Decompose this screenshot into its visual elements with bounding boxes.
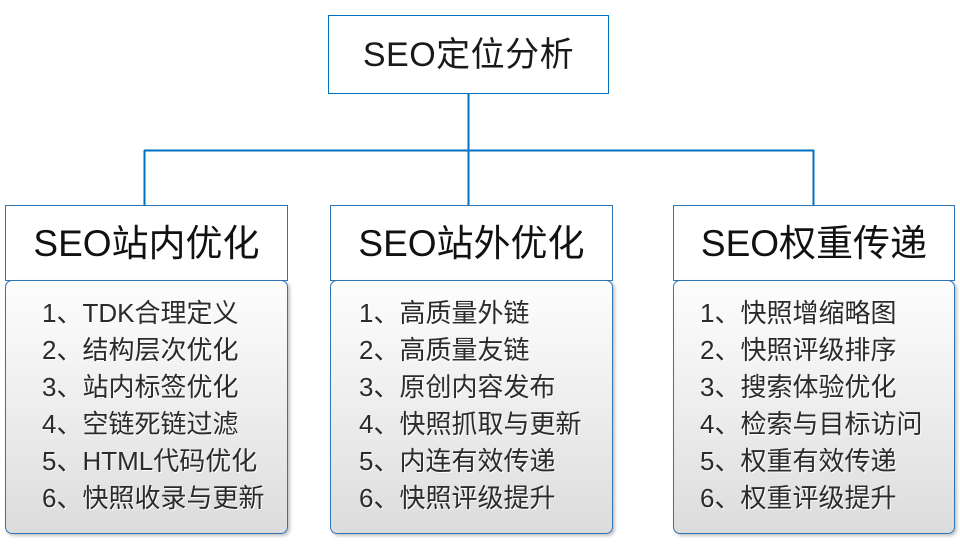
list-item: 2、快照评级排序: [700, 335, 897, 365]
list-item: 6、快照收录与更新: [42, 483, 265, 513]
branch-column-1: SEO站内优化 1、TDK合理定义 2、结构层次优化 3、站内标签优化 4、空链…: [5, 205, 288, 534]
root-node[interactable]: SEO定位分析: [328, 15, 609, 94]
branch-header-2[interactable]: SEO站外优化: [330, 205, 613, 281]
list-item: 1、TDK合理定义: [42, 298, 239, 328]
branch-column-2: SEO站外优化 1、高质量外链 2、高质量友链 3、原创内容发布 4、快照抓取与…: [330, 205, 613, 534]
list-item: 5、HTML代码优化: [42, 446, 258, 476]
list-item: 5、内连有效传递: [359, 446, 556, 476]
list-item: 4、空链死链过滤: [42, 409, 239, 439]
list-item: 3、站内标签优化: [42, 372, 239, 402]
branch-header-3[interactable]: SEO权重传递: [673, 205, 955, 281]
branch-list-3: 1、快照增缩略图 2、快照评级排序 3、搜索体验优化 4、检索与目标访问 5、权…: [673, 280, 955, 534]
list-item: 6、权重评级提升: [700, 483, 897, 513]
list-item: 2、高质量友链: [359, 335, 530, 365]
list-item: 5、权重有效传递: [700, 446, 897, 476]
list-item: 3、搜索体验优化: [700, 372, 897, 402]
branch-header-label-3: SEO权重传递: [700, 222, 928, 264]
branch-list-1: 1、TDK合理定义 2、结构层次优化 3、站内标签优化 4、空链死链过滤 5、H…: [5, 280, 288, 534]
root-node-label: SEO定位分析: [362, 35, 575, 74]
branch-header-label-2: SEO站外优化: [358, 222, 585, 264]
list-item: 2、结构层次优化: [42, 335, 239, 365]
list-item: 4、快照抓取与更新: [359, 409, 582, 439]
branch-list-2: 1、高质量外链 2、高质量友链 3、原创内容发布 4、快照抓取与更新 5、内连有…: [330, 280, 613, 534]
list-item: 3、原创内容发布: [359, 372, 556, 402]
branch-header-1[interactable]: SEO站内优化: [5, 205, 288, 281]
branch-header-label-1: SEO站内优化: [33, 222, 260, 264]
list-item: 4、检索与目标访问: [700, 409, 923, 439]
branch-column-3: SEO权重传递 1、快照增缩略图 2、快照评级排序 3、搜索体验优化 4、检索与…: [673, 205, 955, 534]
list-item: 6、快照评级提升: [359, 483, 556, 513]
list-item: 1、高质量外链: [359, 298, 530, 328]
list-item: 1、快照增缩略图: [700, 298, 897, 328]
